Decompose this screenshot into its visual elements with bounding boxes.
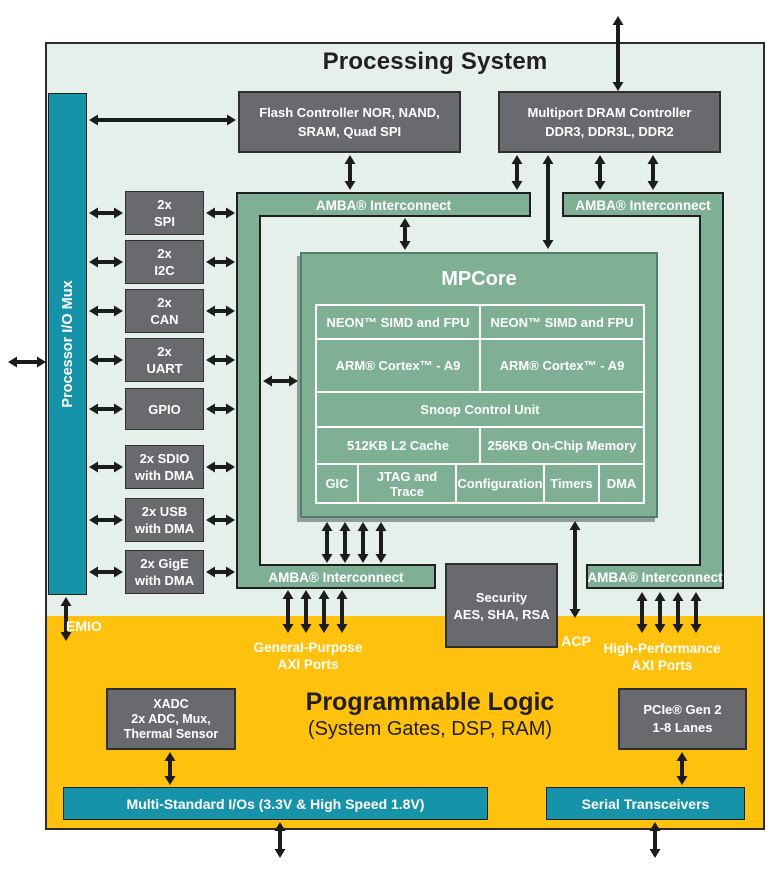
configuration-cell: Configuration [457,465,543,502]
arrow [89,566,123,578]
neon-cell-right: NEON™ SIMD and FPU [481,306,643,338]
jtag-trace-cell: JTAG and Trace [359,465,455,502]
processor-io-mux-label: Processor I/O Mux [59,280,76,408]
cortex-a9-cell-right: ARM® Cortex™ - A9 [481,340,643,391]
snoop-control-unit-cell: Snoop Control Unit [317,393,643,426]
flash-controller-box: Flash Controller NOR, NAND, SRAM, Quad S… [238,91,461,153]
arrow [89,514,123,526]
arrow [594,155,606,190]
timers-cell: Timers [545,465,598,502]
arrow [89,403,123,415]
on-chip-memory-cell: 256KB On-Chip Memory [481,428,643,463]
arrow [206,354,235,366]
pcie-box: PCIe® Gen 2 1-8 Lanes [618,688,747,750]
programmable-logic-title: Programmable Logic [305,688,555,716]
gp-axi-ports-label: General-Purpose AXI Ports [253,640,363,672]
arrow [375,522,387,563]
arrow [206,461,235,473]
xadc-box: XADC 2x ADC, Mux, Thermal Sensor [106,688,236,750]
arrow [206,256,235,268]
amba-frame-right [562,192,724,589]
programmable-logic-subtitle: (System Gates, DSP, RAM) [307,718,553,740]
dram-controller-line1: Multiport DRAM Controller [527,105,692,120]
arrow [206,566,235,578]
arrow [89,461,123,473]
gic-cell: GIC [317,465,357,502]
amba-interconnect-label-bottom-left: AMBA® Interconnect [268,570,404,585]
arrow [206,305,235,317]
arrow [336,590,348,633]
neon-cell-left: NEON™ SIMD and FPU [317,306,479,338]
arrow [89,207,123,219]
arrow [357,522,369,563]
arrow [649,822,661,858]
security-box: Security AES, SHA, RSA [445,563,558,648]
arrow [676,752,688,785]
arrow [654,592,666,633]
arrow [89,354,123,366]
dram-controller-line2: DDR3, DDR3L, DDR2 [545,124,674,139]
flash-controller-line1: Flash Controller NOR, NAND, [259,105,440,120]
multi-standard-io-bar: Multi-Standard I/Os (3.3V & High Speed 1… [63,787,488,820]
acp-label: ACP [561,633,591,649]
arrow [612,16,624,91]
arrow [399,218,411,250]
mpcore-cells: NEON™ SIMD and FPU NEON™ SIMD and FPU AR… [315,304,645,504]
processing-system-title: Processing System [322,48,548,75]
arrow [300,590,312,633]
l2-cache-cell: 512KB L2 Cache [317,428,479,463]
arrow [569,521,581,618]
hp-axi-ports-label: High-Performance AXI Ports [603,641,721,673]
mpcore-box: MPCore NEON™ SIMD and FPU NEON™ SIMD and… [300,252,658,518]
amba-interconnect-label-top-right: AMBA® Interconnect [575,198,711,213]
arrow [206,403,235,415]
arrow [344,155,356,190]
serial-transceivers-bar: Serial Transceivers [546,787,745,820]
arrow [89,305,123,317]
arrow [60,597,72,641]
arrow [206,207,235,219]
arrow [647,155,659,190]
amba-interconnect-label-bottom-right: AMBA® Interconnect [587,570,723,585]
arrow [274,822,286,858]
mpcore-title: MPCore [441,268,517,290]
arrow [636,592,648,633]
arrow [321,522,333,563]
arrow [89,114,236,126]
arrow [690,592,702,633]
arrow [263,375,298,387]
dma-cell: DMA [600,465,643,502]
arrow [542,155,554,249]
arrow [318,590,330,633]
cortex-a9-cell-left: ARM® Cortex™ - A9 [317,340,479,391]
arrow [8,356,46,368]
flash-controller-line2: SRAM, Quad SPI [297,124,402,139]
processor-io-mux-bar: Processor I/O Mux [48,93,87,595]
arrow [511,155,523,190]
peripheral-gpio-box: GPIO [125,388,204,430]
arrow [282,590,294,633]
emio-label: EMIO [66,618,102,634]
arrow [339,522,351,563]
dram-controller-box: Multiport DRAM Controller DDR3, DDR3L, D… [498,91,721,153]
amba-interconnect-label-top-left: AMBA® Interconnect [315,198,452,213]
arrow [164,752,176,785]
amba-frame-left [236,192,531,589]
arrow [89,256,123,268]
arrow [206,514,235,526]
arrow [672,592,684,633]
